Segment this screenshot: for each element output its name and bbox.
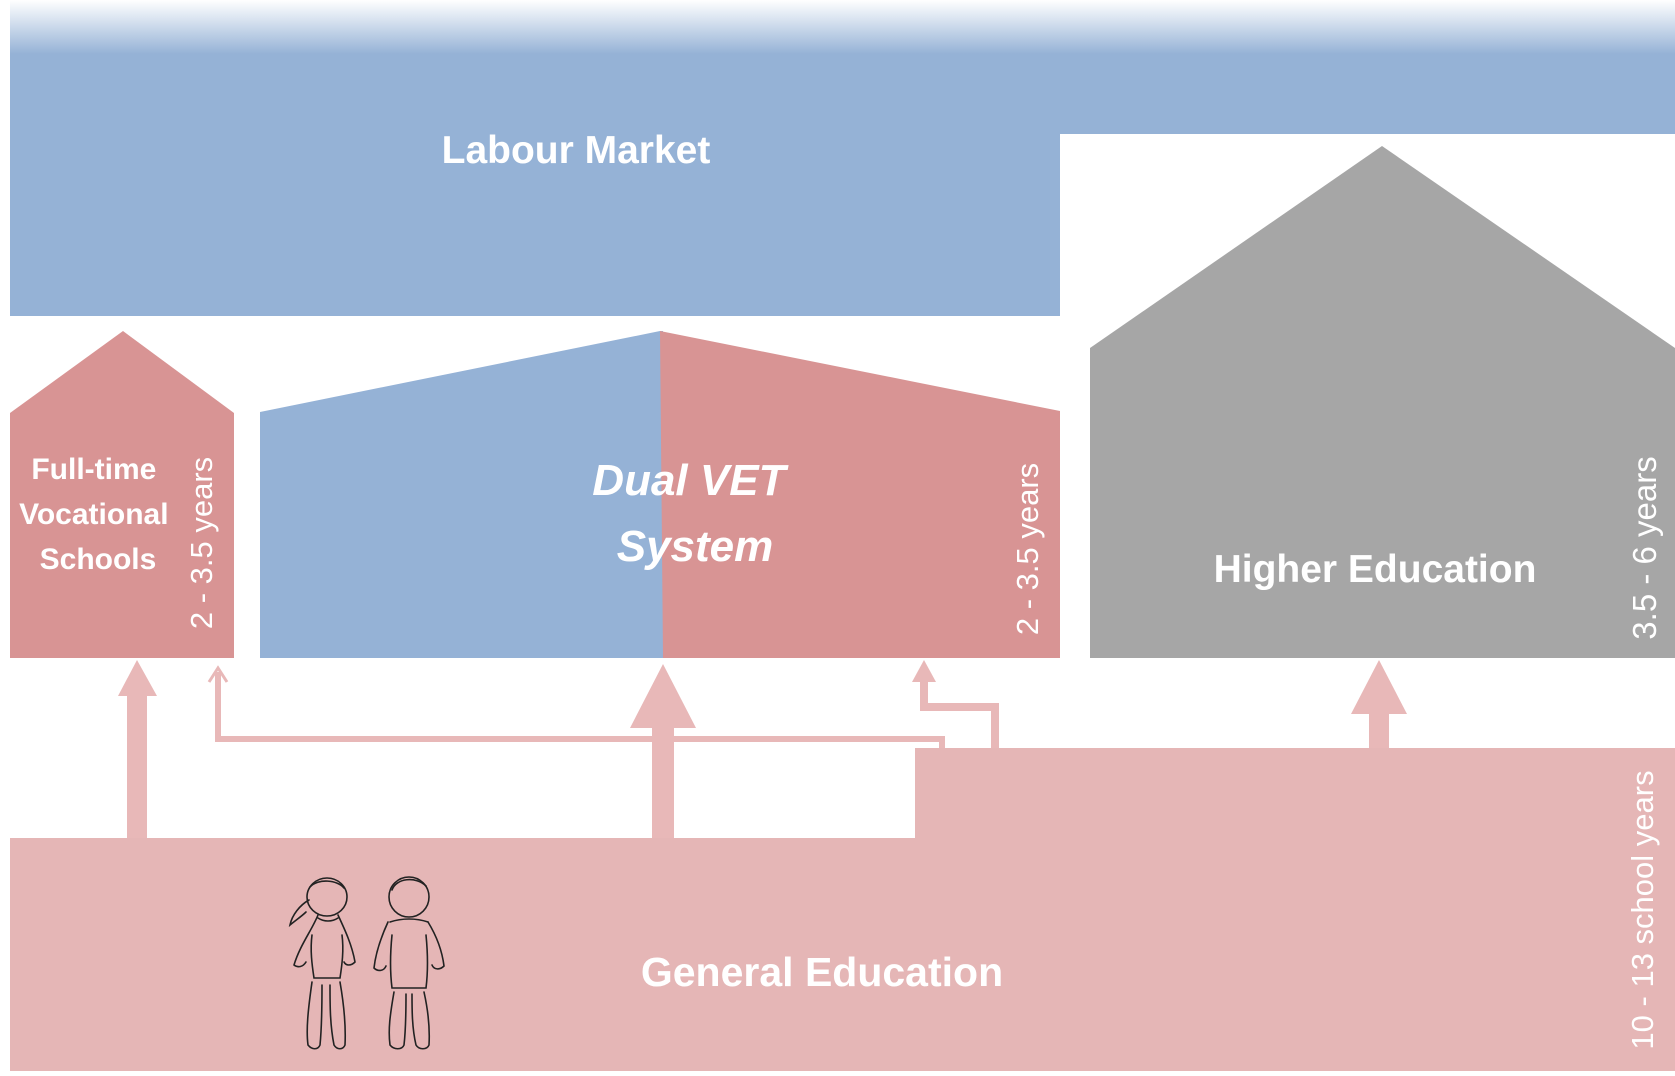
labour-market-label: Labour Market: [442, 129, 711, 172]
dual-vet-block: Dual VET System 2 - 3.5 years: [260, 331, 1060, 658]
arrow-transfer-to-fulltime: [207, 665, 945, 748]
fulltime-schools-line-3: Schools: [40, 543, 157, 576]
dual-vet-line-1: Dual VET: [592, 456, 788, 505]
fulltime-vocational-schools-block: Full-time Vocational Schools 2 - 3.5 yea…: [10, 331, 234, 658]
general-education-block: General Education 10 - 13 school years: [10, 748, 1675, 1071]
arrow-general-to-dual-vet: [630, 664, 696, 838]
higher-education-block: Higher Education 3.5 - 6 years: [1090, 146, 1675, 658]
arrow-general-to-fulltime: [118, 660, 157, 838]
general-education-label: General Education: [641, 949, 1003, 995]
higher-education-duration: 3.5 - 6 years: [1626, 456, 1663, 639]
dual-vet-duration: 2 - 3.5 years: [1010, 463, 1045, 635]
labour-market-block: Labour Market: [10, 0, 1675, 316]
fulltime-schools-line-1: Full-time: [31, 453, 156, 486]
higher-education-label: Higher Education: [1214, 548, 1537, 591]
general-education-duration: 10 - 13 school years: [1625, 770, 1660, 1049]
fulltime-schools-label: Full-time Vocational Schools: [19, 453, 177, 576]
fulltime-schools-line-2: Vocational: [19, 498, 168, 531]
dual-vet-line-2: System: [617, 522, 774, 571]
arrow-transfer-to-dual-vet-head: [912, 660, 936, 682]
fulltime-schools-duration: 2 - 3.5 years: [184, 457, 219, 629]
boy-sketch-icon: [373, 876, 445, 1050]
progression-arrows: [118, 660, 1407, 838]
dual-vet-label: Dual VET System: [592, 456, 797, 571]
arrow-transfer-to-dual-vet: [920, 674, 999, 748]
arrow-general-to-higher-education: [1351, 660, 1407, 748]
girl-sketch-icon: [288, 877, 356, 1050]
